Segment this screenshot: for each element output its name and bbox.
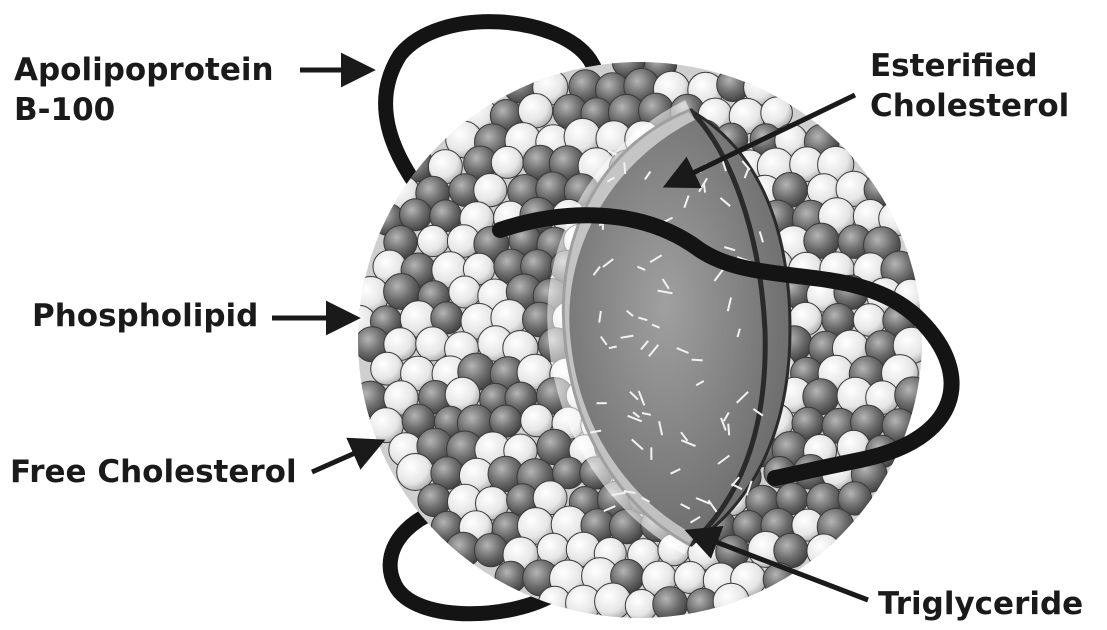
surface-sphere [416, 327, 450, 361]
surface-sphere [474, 534, 507, 567]
label-esterified-line1: Esterified [870, 46, 1069, 86]
surface-sphere [774, 533, 808, 567]
label-triglyceride: Triglyceride [878, 584, 1083, 624]
label-apolipoprotein-line2: B-100 [14, 90, 274, 130]
label-apolipoprotein-b100: Apolipoprotein B-100 [14, 50, 274, 130]
arrow-free-cholesterol [312, 442, 380, 472]
surface-sphere [807, 534, 841, 568]
surface-sphere [491, 146, 523, 178]
surface-sphere [495, 561, 526, 592]
label-phospholipid: Phospholipid [32, 296, 258, 336]
core-lipid-mark [624, 163, 625, 175]
label-apolipoprotein-line1: Apolipoprotein [14, 50, 274, 90]
surface-sphere [895, 377, 932, 414]
surface-sphere [713, 583, 749, 619]
label-esterified-cholesterol: Esterified Cholesterol [870, 46, 1069, 126]
label-free-cholesterol: Free Cholesterol [10, 452, 297, 492]
core-lipid-mark [728, 424, 729, 436]
surface-sphere [418, 225, 449, 256]
surface-sphere [653, 587, 688, 622]
surface-sphere [371, 352, 404, 385]
label-esterified-line2: Cholesterol [870, 86, 1069, 126]
core-lipid-mark [692, 360, 703, 361]
lipoprotein-particle [341, 46, 931, 622]
